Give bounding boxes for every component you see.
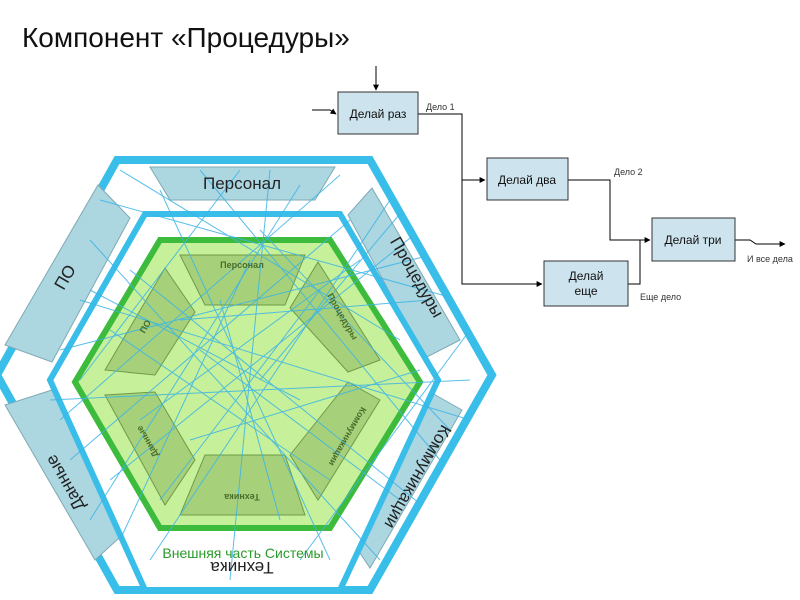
outer-system-label: Внешняя часть Системы (162, 545, 323, 561)
outer-trapezoid-software (4, 184, 131, 363)
flow-box-2-label: Делай два (498, 173, 556, 187)
flowchart: Делай раз Делай два Делай еще Делай три … (312, 66, 793, 307)
flow-box-2 (486, 157, 569, 201)
flow-box-1-label: Делай раз (350, 107, 407, 121)
inner-hexagon (71, 237, 424, 531)
flow-label-delo2: Дело 2 (614, 167, 643, 177)
flow-label-eshe: Еще дело (640, 292, 681, 302)
inner-label-hardware: Техника (223, 492, 259, 502)
connection-web (49, 169, 471, 581)
outer-trapezoid-personnel (149, 166, 336, 201)
flow-label-final: И все дела (747, 254, 793, 264)
inner-label-personnel: Персонал (220, 260, 264, 270)
flow-label-delo1: Дело 1 (426, 102, 455, 112)
inner-trapezoid-data (104, 391, 196, 506)
outer-label-personnel: Персонал (203, 174, 281, 193)
inner-trapezoid-procedures (289, 261, 381, 373)
page-title: Компонент «Процедуры» (22, 22, 350, 53)
outer-label-hardware: Техника (210, 558, 274, 577)
flow-box-4-label: Делай три (665, 233, 722, 247)
flow-box-1 (337, 91, 419, 135)
inner-trapezoid-communications (289, 381, 381, 501)
flow-box-3-label-line1: Делай (569, 269, 604, 283)
flow-box-4 (651, 217, 736, 262)
inner-trapezoid-personnel (179, 254, 306, 306)
flow-box-3 (543, 260, 629, 307)
flow-box-3-label-line2: еще (574, 284, 597, 298)
